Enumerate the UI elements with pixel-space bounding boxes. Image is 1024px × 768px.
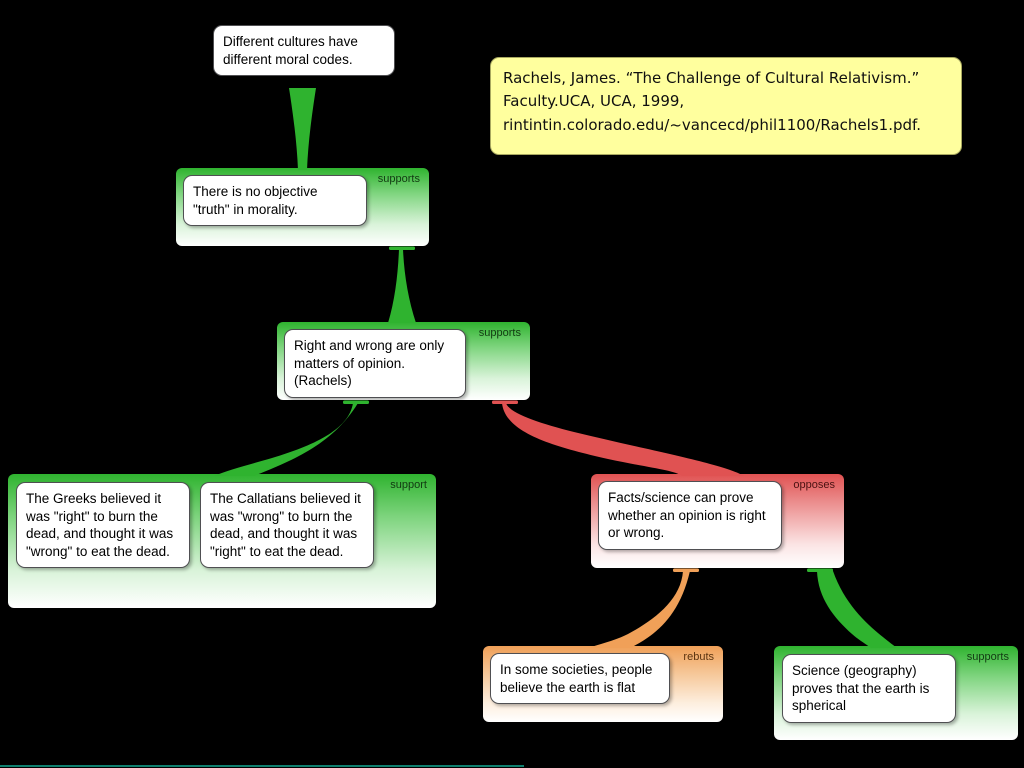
claim-science-geography[interactable]: Science (geography) proves that the eart… [782, 654, 956, 723]
connector-anchor-support-3[interactable] [343, 400, 369, 405]
reason-panel-support-3[interactable]: support The Greeks believed it was "righ… [8, 474, 436, 608]
relation-label-supports-2: supports [478, 327, 521, 339]
connector-support-3[interactable] [214, 403, 358, 476]
connector-rebuts[interactable] [588, 571, 690, 648]
claim-text: Facts/science can prove whether an opini… [608, 490, 766, 541]
claim-text: The Callatians believed it was "wrong" t… [210, 491, 361, 559]
connector-supports-4[interactable] [817, 571, 897, 648]
note-line-1: Rachels, James. “The Challenge of Cultur… [503, 69, 920, 87]
reason-panel-supports-4[interactable]: supports Science (geography) proves that… [774, 646, 1018, 740]
note-line-3: rintintin.colorado.edu/~vancecd/phil1100… [503, 115, 921, 134]
claim-text: In some societies, people believe the ea… [500, 662, 653, 695]
relation-label-supports-4: supports [966, 651, 1009, 663]
claim-facts-science[interactable]: Facts/science can prove whether an opini… [598, 481, 782, 550]
bottom-edge-artifact [0, 765, 524, 767]
reason-panel-supports-1[interactable]: supports There is no objective "truth" i… [176, 168, 429, 246]
connector-supports-2[interactable] [388, 249, 416, 323]
connector-anchor-supports-2[interactable] [389, 246, 415, 251]
claim-callatians[interactable]: The Callatians believed it was "wrong" t… [200, 482, 374, 569]
claim-text: The Greeks believed it was "right" to bu… [26, 491, 174, 559]
note-line-2: Faculty.UCA, UCA, 1999, [503, 92, 685, 111]
rebuttal-panel-rebuts[interactable]: rebuts In some societies, people believe… [483, 646, 723, 722]
connector-supports-1[interactable] [289, 88, 316, 170]
connector-anchor-opposes[interactable] [492, 400, 518, 405]
claim-root-text: Different cultures have different moral … [223, 34, 358, 67]
claim-text: Right and wrong are only matters of opin… [294, 338, 445, 389]
claim-root[interactable]: Different cultures have different moral … [213, 25, 395, 77]
claim-text: There is no objective "truth" in moralit… [193, 184, 318, 217]
claim-text: Science (geography) proves that the eart… [792, 663, 930, 714]
connector-opposes[interactable] [502, 403, 744, 476]
objection-panel-opposes[interactable]: opposes Facts/science can prove whether … [591, 474, 844, 568]
claim-no-objective-truth[interactable]: There is no objective "truth" in moralit… [183, 175, 367, 227]
claim-greeks[interactable]: The Greeks believed it was "right" to bu… [16, 482, 190, 569]
claim-right-wrong-opinion[interactable]: Right and wrong are only matters of opin… [284, 329, 466, 398]
claim-flat-earth[interactable]: In some societies, people believe the ea… [490, 653, 670, 705]
relation-label-rebuts: rebuts [683, 651, 714, 663]
connector-anchor-rebuts[interactable] [673, 568, 699, 573]
citation-note[interactable]: Rachels, James. “The Challenge of Cultur… [490, 57, 962, 155]
relation-label-support-3: support [390, 479, 427, 491]
relation-label-supports-1: supports [377, 173, 420, 185]
relation-label-opposes: opposes [793, 479, 835, 491]
reason-panel-supports-2[interactable]: supports Right and wrong are only matter… [277, 322, 530, 400]
